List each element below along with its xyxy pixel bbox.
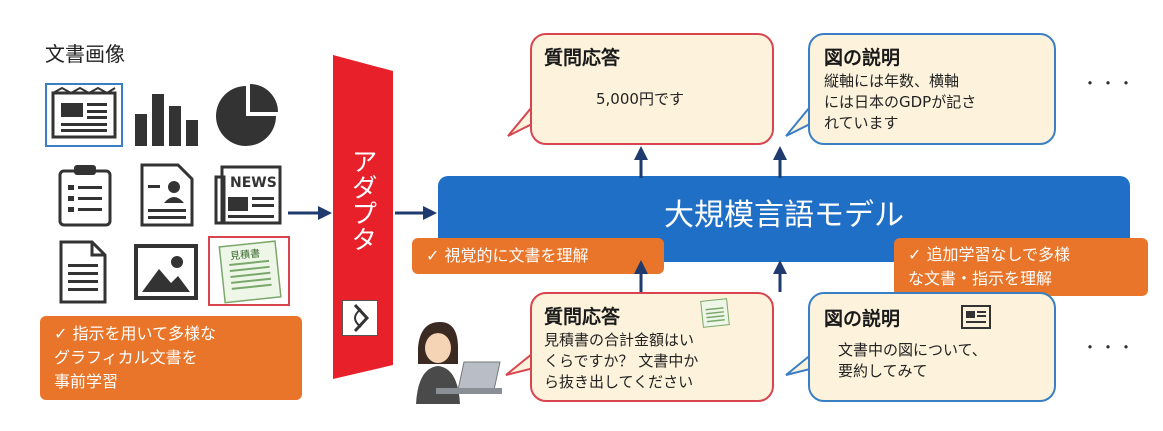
estimate-text: 見積書	[229, 248, 261, 263]
doc-images-label: 文書画像	[45, 42, 125, 66]
output-ellipsis: ・・・	[1082, 74, 1137, 93]
qa-input-bubble: 質問応答 見積書の合計金額はい くらですか？ 文書中か ら抜き出してください	[530, 292, 774, 402]
arrow-fig-input-to-llm	[773, 260, 787, 292]
fig-output-body: 縦軸には年数、横軸 には日本のGDPが記さ れています	[824, 72, 977, 132]
pie-chart-icon	[214, 84, 282, 152]
arrow-adapter-to-llm	[395, 206, 437, 220]
visual-callout: ✓ 視覚的に文書を理解	[412, 238, 664, 274]
arrow-qa-input-to-llm	[634, 260, 648, 292]
adapter-label: アダプタ	[347, 148, 377, 252]
qa-input-title: 質問応答	[544, 306, 621, 328]
newspaper-icon	[45, 83, 123, 147]
adapter-block	[333, 55, 393, 379]
profile-document-icon	[138, 163, 196, 231]
qa-input-body: 見積書の合計金額はい くらですか？ 文書中か ら抜き出してください	[544, 331, 699, 391]
document-icon	[58, 240, 108, 308]
fig-input-body: 文書中の図について、 要約してみて	[838, 341, 987, 380]
fig-newspaper-thumbnail-icon	[960, 304, 992, 334]
image-icon	[133, 243, 199, 305]
fig-input-bubble: 図の説明 文書中の図について、 要約してみて	[808, 292, 1056, 402]
news-text: NEWS	[230, 175, 277, 191]
arrow-llm-to-fig-output	[773, 146, 787, 178]
fig-output-bubble: 図の説明 縦軸には年数、横軸 には日本のGDPが記さ れています	[808, 33, 1056, 145]
adapter-eye-icon	[342, 300, 378, 336]
bar-chart-icon	[133, 84, 201, 152]
arrow-docs-to-adapter	[288, 206, 332, 220]
qa-document-thumbnail-icon	[698, 298, 732, 332]
qa-output-body: 5,000円です	[596, 90, 684, 108]
qa-output-bubble: 質問応答 5,000円です	[530, 33, 774, 145]
estimate-document-icon: 見積書	[208, 236, 290, 306]
pretrain-callout: ✓ 指示を用いて多様な グラフィカル文書を 事前学習	[40, 316, 302, 400]
news-icon: NEWS	[214, 163, 284, 227]
qa-output-title: 質問応答	[544, 47, 621, 69]
fig-input-title: 図の説明	[824, 308, 901, 330]
llm-label: 大規模言語モデル	[664, 198, 904, 233]
no-training-callout: ✓ 追加学習なしで多様 な文書・指示を理解	[894, 238, 1148, 296]
person-laptop-icon	[414, 318, 506, 408]
arrow-llm-to-qa-output	[634, 146, 648, 178]
input-ellipsis: ・・・	[1082, 338, 1137, 357]
clipboard-icon	[56, 163, 114, 231]
fig-output-title: 図の説明	[824, 47, 901, 69]
